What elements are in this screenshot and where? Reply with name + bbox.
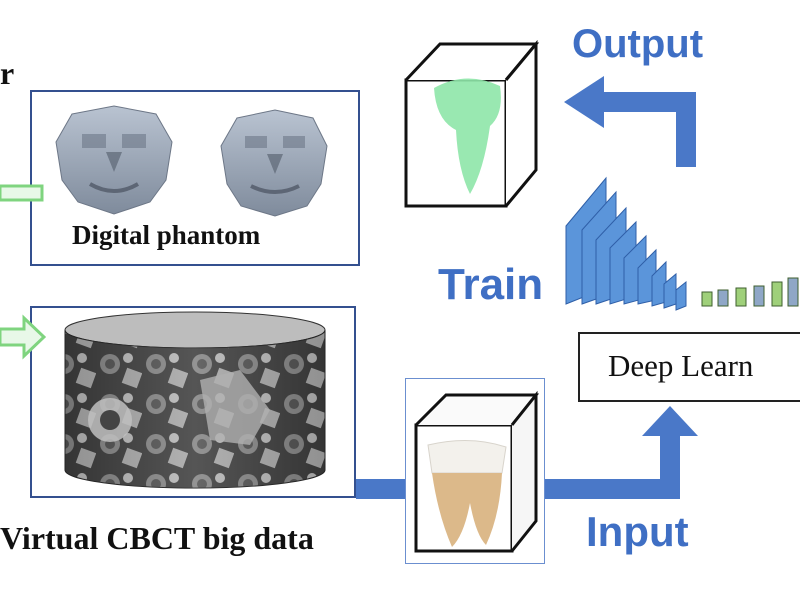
- cbct-bigdata-panel: [30, 306, 356, 498]
- green-arrow-icon: [0, 314, 46, 360]
- deep-learning-label: Deep Learn: [608, 348, 754, 383]
- bigdata-caption: Virtual CBCT big data: [0, 520, 314, 556]
- phantom-faces-illustration: [55, 105, 328, 217]
- partial-label-left: r: [0, 55, 15, 91]
- neural-network-icon: [565, 176, 799, 311]
- digital-phantom-panel: Digital phantom: [30, 90, 360, 266]
- input-label: Input: [586, 508, 689, 555]
- phantom-caption: Digital phantom: [72, 220, 261, 250]
- train-label: Train: [438, 260, 544, 309]
- cbct-image-stack-icon: [64, 311, 326, 489]
- 3d-face-phantom-icon: [55, 105, 173, 215]
- tooth-output-cube-icon: [404, 39, 540, 208]
- output-label: Output: [572, 22, 704, 66]
- 3d-face-phantom-icon: [220, 109, 328, 217]
- tooth-input-cube-icon: [414, 390, 540, 553]
- input-cube-panel: [405, 378, 545, 564]
- deep-learning-box: Deep Learn: [578, 332, 800, 402]
- green-arrow-icon: [0, 184, 44, 202]
